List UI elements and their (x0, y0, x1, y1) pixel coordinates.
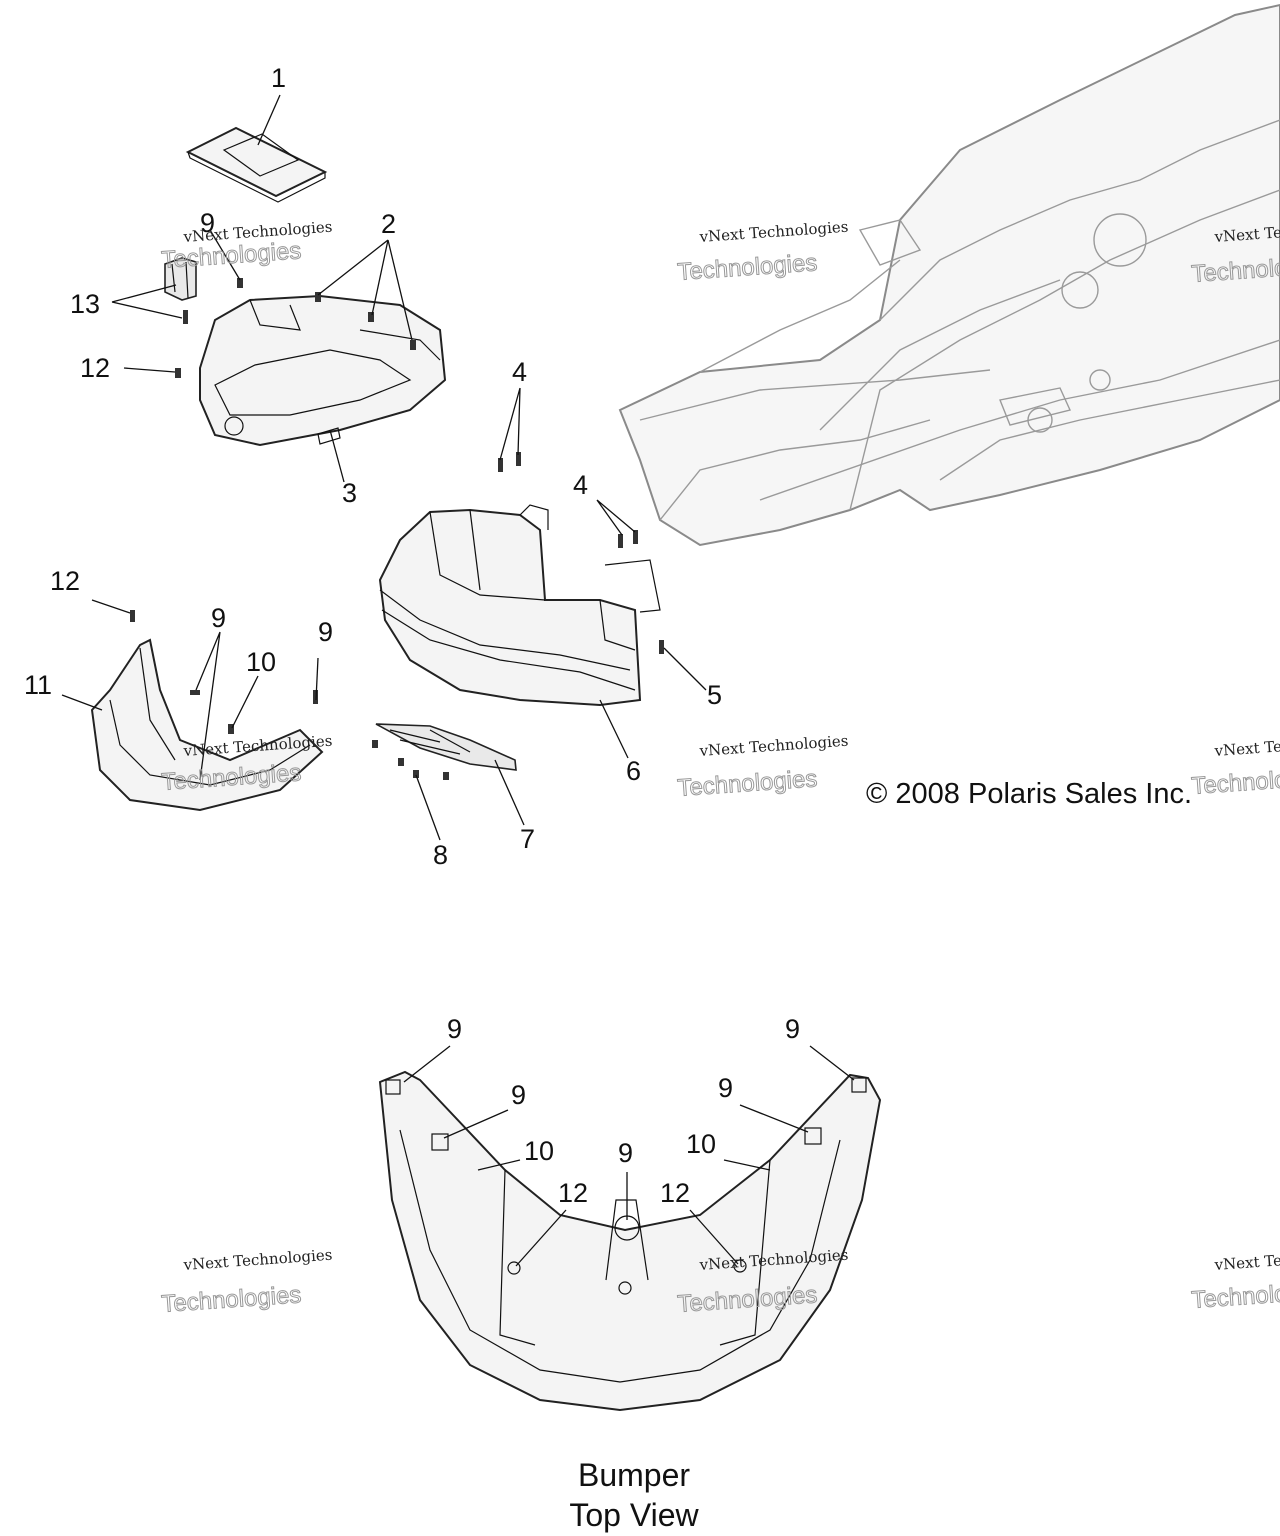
svg-text:Technologies: Technologies (677, 765, 819, 802)
svg-text:vNext Technologies: vNext Technologies (1213, 732, 1280, 760)
callout-12a: 12 (80, 353, 110, 383)
bumper-callout-12a: 12 (558, 1178, 588, 1208)
watermark: vNext Technologies Technologies (1190, 732, 1280, 801)
svg-text:vNext Technologies: vNext Technologies (1213, 1246, 1280, 1274)
part-3-console (199, 294, 447, 447)
bumper-callout-9e: 9 (785, 1014, 800, 1044)
callout-4a: 4 (512, 357, 527, 387)
svg-text:vNext Technologies: vNext Technologies (698, 218, 849, 246)
bumper-callout-9d: 9 (718, 1073, 733, 1103)
part-7-grille (375, 723, 517, 771)
bumper-callout-9b: 9 (511, 1080, 526, 1110)
svg-text:vNext Technologies: vNext Technologies (182, 1246, 333, 1274)
watermark: vNext Technologies Technologies (1190, 1246, 1280, 1315)
svg-text:vNext Technologies: vNext Technologies (698, 732, 849, 760)
callout-3: 3 (342, 478, 357, 508)
bumper-callout-12b: 12 (660, 1178, 690, 1208)
callout-2: 2 (381, 209, 396, 239)
callout-9b: 9 (211, 603, 226, 633)
callout-1: 1 (271, 63, 286, 93)
bumper-callout-9a: 9 (447, 1014, 462, 1044)
bumper-top-view (378, 1070, 882, 1412)
bumper-callout-10b: 10 (686, 1129, 716, 1159)
svg-text:Technologies: Technologies (677, 249, 819, 286)
bumper-caption: Bumper Top View (534, 1455, 734, 1535)
bumper-callout-9c: 9 (618, 1138, 633, 1168)
svg-text:Technologies: Technologies (1191, 763, 1280, 800)
watermark: vNext Technologies Technologies (676, 732, 849, 803)
callout-12b: 12 (50, 566, 80, 596)
svg-text:Technologies: Technologies (161, 1281, 303, 1318)
svg-text:Technologies: Technologies (161, 237, 303, 274)
callout-11: 11 (24, 670, 52, 700)
part-1-top-panel (185, 126, 328, 203)
part-13-bracket (164, 257, 197, 301)
bumper-callout-10a: 10 (524, 1136, 554, 1166)
callout-labels: 1 2 3 4 4 5 6 7 8 9 9 9 10 11 12 12 13 9… (24, 63, 800, 1208)
part-6-belly-pan (378, 504, 661, 707)
svg-text:Technologies: Technologies (1191, 1277, 1280, 1314)
part-11-bumper-side (90, 638, 324, 812)
callout-9a: 9 (200, 208, 215, 238)
chassis-frame (618, 3, 1280, 547)
callout-4b: 4 (573, 470, 588, 500)
caption-line-2: Top View (569, 1497, 699, 1533)
callout-13: 13 (70, 289, 100, 319)
callout-6: 6 (626, 756, 641, 786)
callout-9c: 9 (318, 617, 333, 647)
watermark: vNext Technologies Technologies (160, 218, 333, 275)
copyright-notice: © 2008 Polaris Sales Inc. (866, 778, 1193, 810)
watermark: vNext Technologies Technologies (676, 218, 849, 287)
watermark: vNext Technologies Technologies (160, 1246, 333, 1319)
callout-8: 8 (433, 840, 448, 870)
callout-5: 5 (707, 680, 722, 710)
callout-10: 10 (246, 647, 276, 677)
caption-line-1: Bumper (577, 1457, 691, 1493)
leader-lines (61, 94, 855, 1267)
callout-7: 7 (520, 824, 535, 854)
